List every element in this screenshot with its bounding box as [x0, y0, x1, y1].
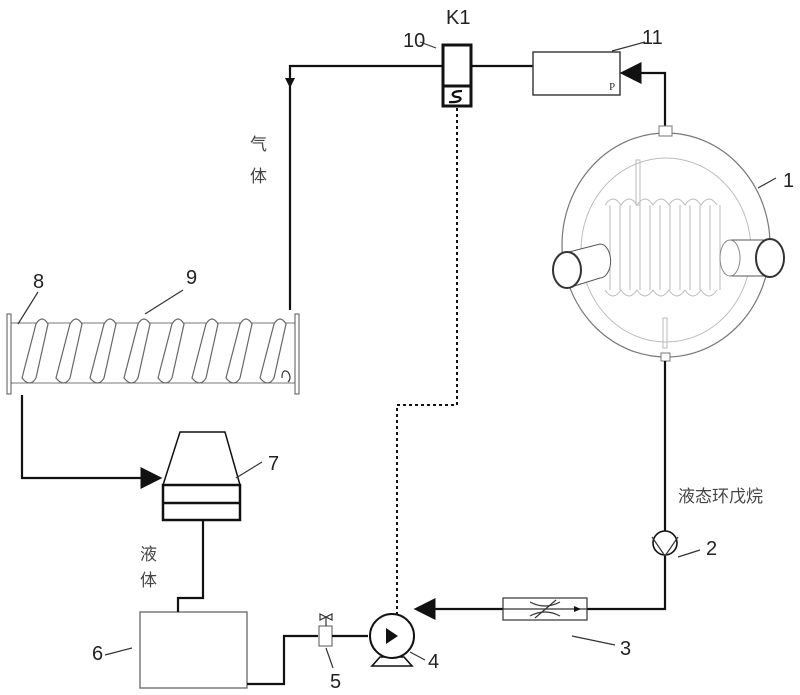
flow-meter [502, 597, 588, 621]
label-9: 9 [186, 267, 197, 289]
left-nozzle [552, 243, 612, 289]
condenser [161, 431, 242, 522]
label-6: 6 [92, 643, 103, 665]
label-liquid-cyclopentane: 液态环戊烷 [678, 487, 763, 507]
label-7: 7 [268, 453, 279, 475]
pressure-mark: P [609, 81, 615, 93]
label-2: 2 [706, 538, 717, 560]
label-1: 1 [783, 170, 794, 192]
label-8: 8 [33, 271, 44, 293]
right-nozzle [719, 238, 785, 278]
label-10: 10 [403, 30, 425, 52]
flow-arrow-down-icon [285, 78, 295, 88]
label-gas-2: 体 [250, 167, 267, 187]
tank-outlet-line [247, 634, 318, 686]
label-11: 11 [642, 27, 663, 49]
storage-tank [139, 611, 248, 689]
pressure-controller: P [532, 51, 621, 96]
pump [369, 613, 415, 667]
vessel [552, 125, 785, 362]
label-liquid-1: 液 [140, 545, 157, 565]
label-4: 4 [428, 651, 439, 673]
gas-line [285, 64, 533, 310]
solenoid-coil-icon [448, 89, 463, 104]
check-valve [651, 530, 679, 558]
condensate-line [176, 520, 205, 612]
top-nozzle [658, 125, 673, 137]
label-gas-1: 气 [250, 135, 267, 155]
label-liquid-2: 体 [140, 571, 157, 591]
coil-to-condenser-line [20, 395, 163, 489]
bottom-nozzle [660, 352, 671, 362]
label-5: 5 [330, 671, 341, 693]
control-signal-line [396, 108, 458, 615]
valve-5 [318, 613, 333, 647]
label-3: 3 [620, 638, 631, 660]
solenoid-valve-k1 [441, 43, 473, 108]
pressure-signal-line [619, 62, 667, 128]
coil-heat-exchanger [6, 313, 300, 395]
label-k1: K1 [446, 7, 470, 29]
